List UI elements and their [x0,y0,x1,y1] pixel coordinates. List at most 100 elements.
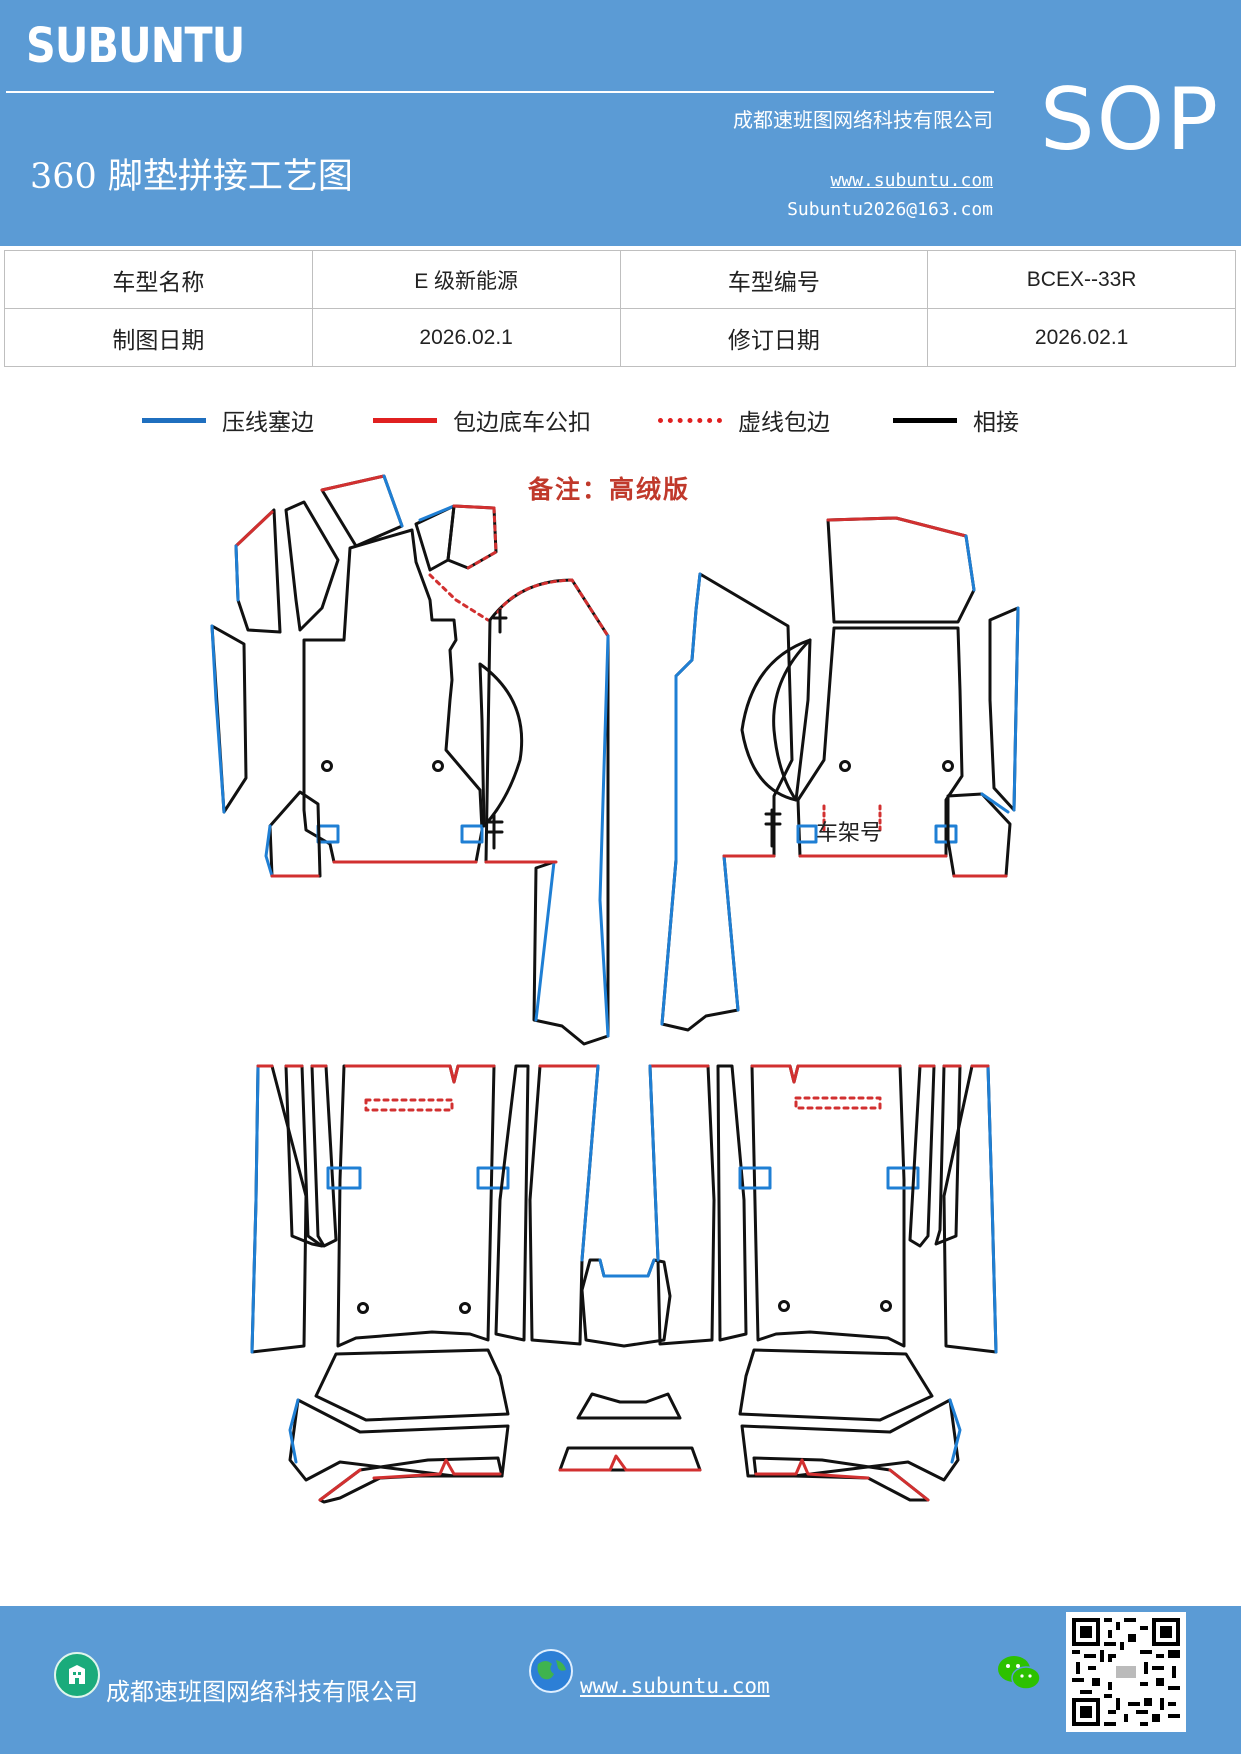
rear-center-lower-a [576,1392,682,1420]
front-left-tunnel-strip-dotted [496,578,610,638]
legend-item-join: 相接 [893,400,1019,440]
front-right-mat-group: 车架号 [660,516,1020,1032]
rear-right-main-mat-wrap [750,1064,902,1084]
front-right-clip-left [796,824,818,844]
rear-right-lower-b [740,1398,960,1482]
rear-right-lower-c [752,1456,930,1502]
front-right-crescent-inner [772,638,812,802]
rear-left-lower-b [288,1398,510,1482]
rear-left-lower-c [318,1456,504,1504]
wechat-icon [996,1652,1042,1694]
front-left-mat-hole-2 [432,760,444,772]
legend-item-wrap: 包边底车公扣 [373,400,591,440]
front-left-upper-piece-a-press [234,544,240,602]
front-left-upper-piece-b [284,500,340,632]
mat-splice-diagram: 车架号 [210,474,1020,1504]
rear-left-strip-c [310,1064,338,1248]
footer-website-link[interactable]: www.subuntu.com [580,1674,770,1698]
rear-right-strip-e-press [648,1064,660,1262]
remark-note: 备注：高绒版 [528,475,691,504]
brand-logo: SUBUNTU [26,18,245,74]
rear-left-lower-b-press [288,1398,300,1464]
sop-badge: SOP [1040,70,1221,170]
front-left-mat-hole-1 [321,760,333,772]
front-right-tunnel-strip [660,572,794,1032]
front-left-upper-piece-e [446,504,498,570]
rear-left-strip-d [494,1064,530,1342]
front-left-mat-group [210,474,610,1046]
header-email: Subuntu2026@163.com [787,199,993,220]
rear-right-lower-c-wrap [754,1458,930,1502]
legend-label-join: 相接 [973,410,1019,436]
vin-label: 车架号 [816,821,882,846]
front-left-upper-piece-c-press [382,474,404,528]
rear-left-mat-hole-2 [459,1302,471,1314]
rear-left-clip-left [326,1166,362,1190]
front-left-join-mark [486,608,508,850]
rear-right-mat-hole-2 [880,1300,892,1312]
front-right-top-piece-wrap [826,516,968,538]
front-left-tunnel-strip-press [534,634,610,1038]
model-code-value: BCEX--33R [927,250,1236,309]
draw-date-label: 制图日期 [4,308,313,367]
qr-code [1066,1612,1186,1732]
legend-swatch-press [142,417,206,423]
rear-center-lower-b [558,1446,702,1472]
front-left-crescent [478,662,524,828]
rear-right-clip-left [738,1166,772,1190]
front-left-heel-piece-press [264,824,274,878]
rear-center-hump-press [598,1258,656,1278]
rear-center-lower-b-wrap [558,1454,702,1472]
rear-center-hump [580,1258,672,1348]
building-icon [54,1652,100,1698]
rear-right-outer-strip-press [986,1064,998,1354]
draw-date-value: 2026.02.1 [311,308,621,367]
front-right-vin-dotted [822,804,882,832]
front-right-tunnel-strip-press [660,572,740,1026]
rear-left-main-mat-dotted [364,1098,454,1112]
header-website-link[interactable]: www.subuntu.com [830,170,993,191]
legend-label-dotted: 虚线包边 [738,410,830,436]
front-left-upper-piece-e-dotted [466,506,498,570]
front-left-upper-piece-a [234,508,282,634]
rear-right-lower-a [738,1348,934,1422]
front-left-main-mat-dotted [428,573,490,622]
rear-right-main-mat-dotted [794,1096,882,1110]
legend-item-press: 压线塞边 [142,400,314,440]
legend: 压线塞边 包边底车公扣 虚线包边 相接 [0,400,1241,440]
rear-left-mat-group [250,1064,600,1504]
model-name-label: 车型名称 [4,250,313,309]
front-right-heel-piece-press [980,792,1010,814]
rear-right-strip-d [716,1064,748,1342]
legend-swatch-wrap [373,417,437,423]
rear-left-strip-e-press [580,1064,600,1262]
rear-center-mat-group [558,1258,702,1472]
front-right-join-mark [764,808,782,848]
front-right-crescent [740,638,812,802]
revision-date-value: 2026.02.1 [927,308,1236,367]
page-title: 360 脚垫拼接工艺图 [30,157,353,197]
legend-swatch-dotted [658,417,722,423]
front-left-upper-piece-d-press [418,504,456,522]
rear-right-strip-e [648,1064,716,1346]
front-right-top-piece-press [964,534,976,592]
info-table: 车型名称 E 级新能源 车型编号 BCEX--33R 制图日期 2026.02.… [4,250,1236,367]
rear-left-outer-strip-press [250,1064,260,1354]
front-left-side-strip-press [210,624,226,814]
header-company: 成都速班图网络科技有限公司 [733,108,993,132]
rear-left-main-mat-wrap [344,1064,496,1084]
info-row-model: 车型名称 E 级新能源 车型编号 BCEX--33R [4,250,1236,309]
globe-icon [528,1648,574,1694]
header: SUBUNTU 成都速班图网络科技有限公司 360 脚垫拼接工艺图 www.su… [0,0,1241,246]
footer-company: 成都速班图网络科技有限公司 [106,1678,418,1706]
front-left-upper-piece-e-wrap [452,504,496,510]
rear-right-strip-c [908,1064,936,1248]
front-left-main-mat [302,528,484,864]
legend-label-press: 压线塞边 [222,410,314,436]
model-name-value: E 级新能源 [311,250,621,309]
front-left-clip-right [460,824,484,844]
front-right-mat-hole-2 [942,760,954,772]
front-left-upper-piece-a-wrap [234,510,274,548]
front-right-mat-hole-1 [839,760,851,772]
footer: 成都速班图网络科技有限公司 www.subuntu.com [0,1606,1241,1754]
